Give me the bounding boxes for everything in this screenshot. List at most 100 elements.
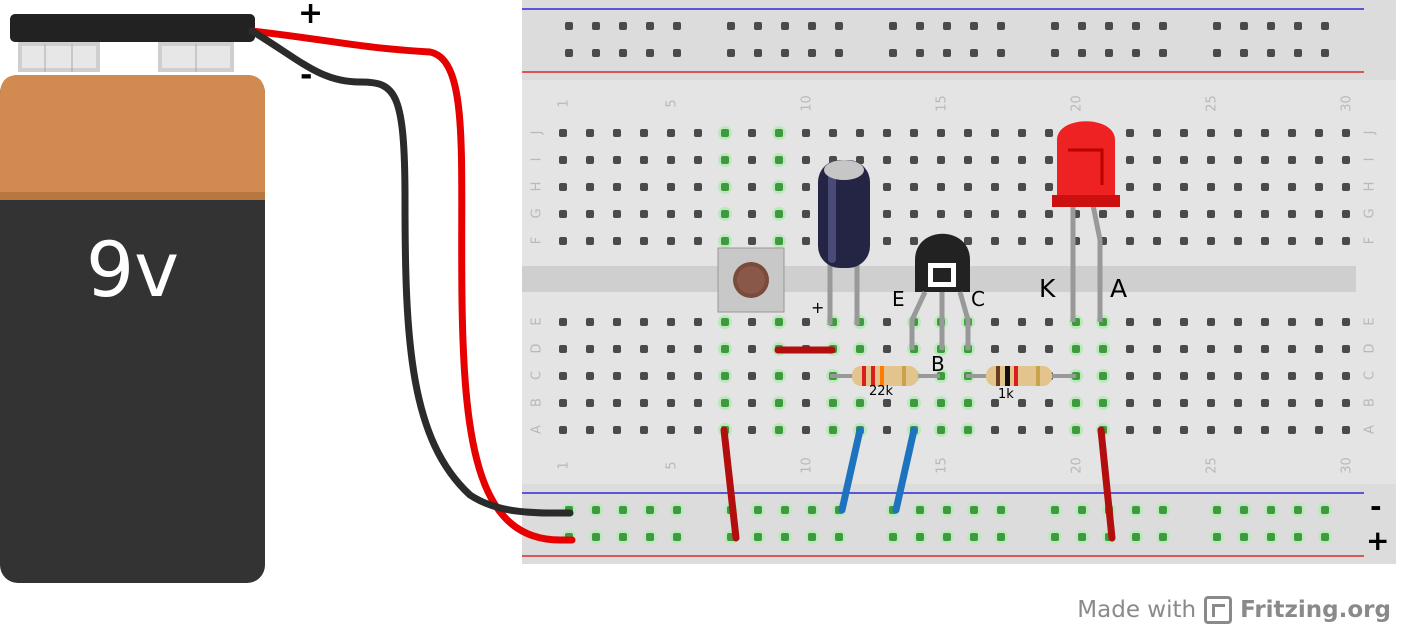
row-letter-left: G: [529, 208, 545, 219]
breadboard-hole: [1213, 506, 1221, 514]
breadboard-hole: [619, 533, 627, 541]
breadboard-hole: [1180, 345, 1188, 353]
breadboard-hole: [592, 49, 600, 57]
breadboard-hole: [1288, 156, 1296, 164]
breadboard-hole: [910, 183, 918, 191]
breadboard-hole: [721, 345, 729, 353]
breadboard-hole: [883, 237, 891, 245]
breadboard-hole: [991, 237, 999, 245]
breadboard-hole: [694, 345, 702, 353]
breadboard-hole: [721, 237, 729, 245]
breadboard-hole: [565, 22, 573, 30]
fritzing-brand-link[interactable]: Fritzing.org: [1240, 597, 1391, 623]
breadboard-hole: [559, 372, 567, 380]
breadboard-hole: [1207, 183, 1215, 191]
breadboard-hole: [1153, 372, 1161, 380]
row-letter-right: B: [1362, 398, 1378, 407]
breadboard-hole: [1132, 506, 1140, 514]
breadboard-hole: [1126, 129, 1134, 137]
breadboard-hole: [1342, 372, 1350, 380]
breadboard-hole: [640, 156, 648, 164]
breadboard-hole: [1045, 129, 1053, 137]
breadboard-hole: [1180, 237, 1188, 245]
breadboard-hole: [1072, 426, 1080, 434]
breadboard-hole: [667, 183, 675, 191]
breadboard-hole: [667, 345, 675, 353]
breadboard-hole: [937, 426, 945, 434]
breadboard-hole: [1018, 345, 1026, 353]
breadboard-hole: [1207, 129, 1215, 137]
row-letter-left: C: [529, 370, 545, 381]
col-num-top: 25: [1204, 95, 1220, 112]
breadboard-hole: [1321, 22, 1329, 30]
breadboard-hole: [1315, 156, 1323, 164]
breadboard-hole: [943, 506, 951, 514]
col-num-bottom: 15: [934, 457, 950, 474]
breadboard-hole: [721, 210, 729, 218]
breadboard-hole: [1294, 22, 1302, 30]
resistor-22k: [830, 366, 940, 386]
breadboard-hole: [1267, 22, 1275, 30]
led: [1052, 121, 1120, 322]
breadboard-hole: [613, 129, 621, 137]
breadboard-hole: [1126, 156, 1134, 164]
breadboard-hole: [1288, 399, 1296, 407]
breadboard-hole: [727, 22, 735, 30]
row-letter-right: A: [1362, 425, 1378, 434]
battery-minus-label: -: [300, 58, 313, 93]
breadboard-hole: [667, 210, 675, 218]
row-letter-right: H: [1362, 181, 1378, 192]
breadboard-hole: [1180, 129, 1188, 137]
breadboard-hole: [1132, 533, 1140, 541]
breadboard-hole: [883, 129, 891, 137]
breadboard-hole: [910, 399, 918, 407]
breadboard-hole: [997, 533, 1005, 541]
breadboard-hole: [916, 49, 924, 57]
breadboard-hole: [916, 22, 924, 30]
breadboard-hole: [559, 318, 567, 326]
breadboard-hole: [592, 533, 600, 541]
fritzing-logo-icon: [1204, 596, 1233, 624]
breadboard-hole: [1288, 318, 1296, 326]
breadboard-hole: [889, 533, 897, 541]
breadboard-hole: [781, 49, 789, 57]
breadboard-hole: [1018, 183, 1026, 191]
breadboard-hole: [1207, 210, 1215, 218]
breadboard-hole: [1321, 533, 1329, 541]
breadboard-hole: [1159, 533, 1167, 541]
breadboard-hole: [646, 49, 654, 57]
breadboard-hole: [1099, 345, 1107, 353]
breadboard-hole: [592, 506, 600, 514]
resistor-1k-label: 1k: [998, 387, 1014, 402]
breadboard-hole: [835, 533, 843, 541]
breadboard-hole: [829, 399, 837, 407]
led-k-label: K: [1039, 274, 1056, 303]
breadboard-hole: [667, 399, 675, 407]
breadboard-hole: [781, 533, 789, 541]
breadboard-hole: [586, 399, 594, 407]
breadboard-hole: [802, 210, 810, 218]
col-num-bottom: 25: [1204, 457, 1220, 474]
breadboard-hole: [559, 210, 567, 218]
breadboard-hole: [883, 345, 891, 353]
breadboard-hole: [1213, 49, 1221, 57]
breadboard-hole: [1234, 129, 1242, 137]
breadboard-hole: [721, 372, 729, 380]
breadboard-hole: [775, 318, 783, 326]
breadboard-hole: [1153, 156, 1161, 164]
breadboard-hole: [991, 129, 999, 137]
breadboard-hole: [1261, 183, 1269, 191]
breadboard-hole: [991, 210, 999, 218]
capacitor-plus-label: +: [811, 298, 825, 317]
breadboard-hole: [640, 318, 648, 326]
breadboard-hole: [916, 533, 924, 541]
breadboard-hole: [883, 399, 891, 407]
breadboard-hole: [1267, 506, 1275, 514]
breadboard-hole: [997, 49, 1005, 57]
breadboard-hole: [667, 318, 675, 326]
breadboard-hole: [991, 345, 999, 353]
breadboard-hole: [1288, 237, 1296, 245]
breadboard-hole: [1234, 237, 1242, 245]
breadboard-hole: [1078, 506, 1086, 514]
